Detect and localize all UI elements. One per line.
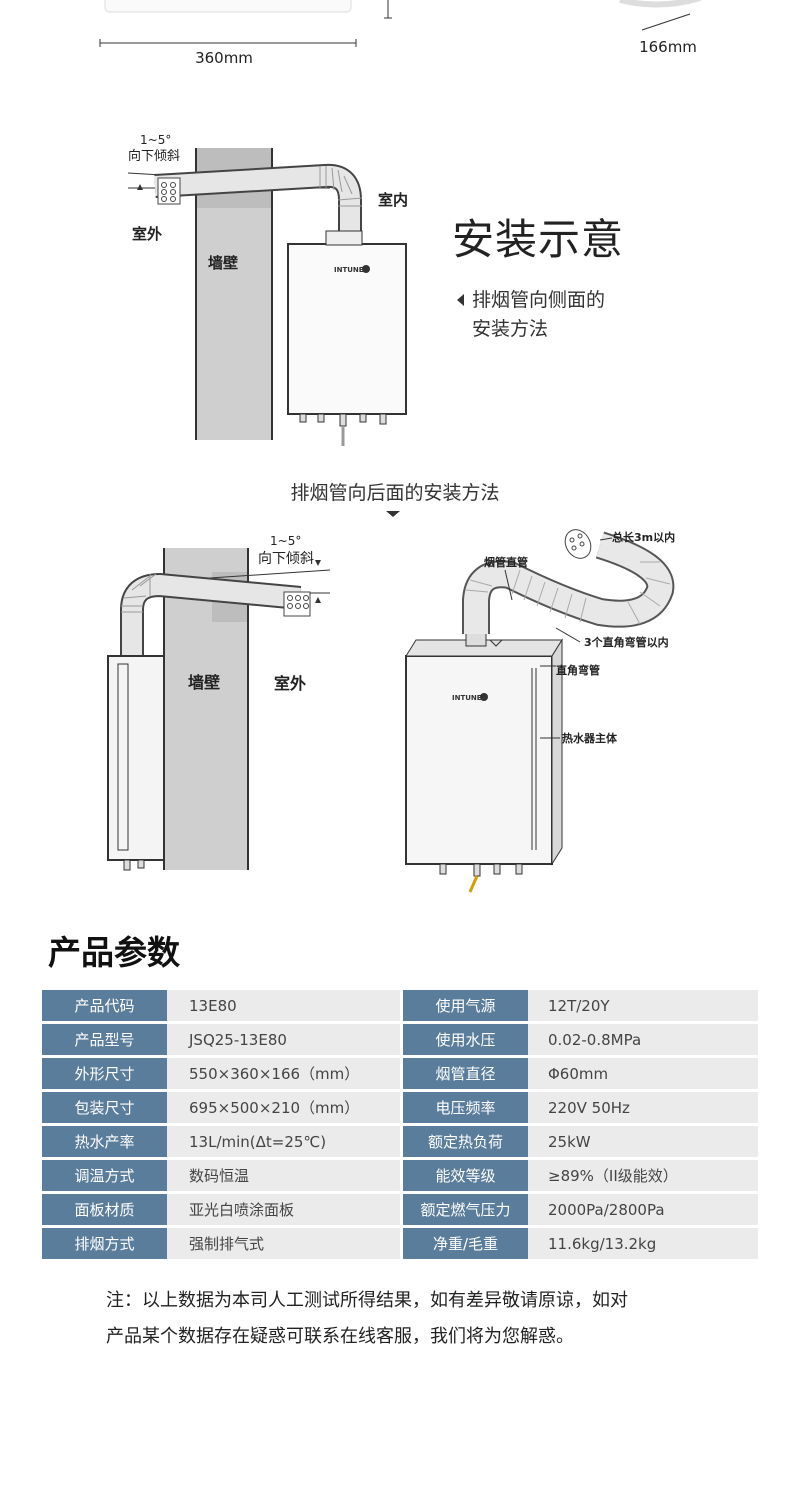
install-subtitle-line2: 安装方法 xyxy=(472,318,549,340)
cell-gap xyxy=(400,1194,403,1225)
wall-label: 墙壁 xyxy=(188,673,220,692)
param-value: Φ60mm xyxy=(528,1058,758,1089)
cell-gap xyxy=(400,1092,403,1123)
param-value: 数码恒温 xyxy=(167,1160,400,1191)
param-value: 695×500×210（mm） xyxy=(167,1092,400,1123)
cell-gap xyxy=(400,1024,403,1055)
param-key: 能效等级 xyxy=(403,1160,528,1191)
param-key: 排烟方式 xyxy=(42,1228,167,1259)
elbow-label: 直角弯管 xyxy=(556,663,600,677)
heater-bottom-edge xyxy=(104,0,352,13)
rear-install-diagram: 1~5° 向下倾斜 墙壁 室外 INTUNE 总长3m以内 烟管直管 3个直角弯… xyxy=(107,529,675,893)
note-line1: 注：以上数据为本司人工测试所得结果，如有差异敬请原谅，如对 xyxy=(106,1290,628,1311)
cell-gap xyxy=(400,1126,403,1157)
water-heater-side xyxy=(107,655,165,861)
param-value: 220V 50Hz xyxy=(528,1092,758,1123)
elbow-limit-label: 3个直角弯管以内 xyxy=(584,635,669,649)
heater-body-label: 热水器主体 xyxy=(562,731,618,745)
side-install-diagram: INTUNE 1~5° 向下倾斜 室外 室内 墙壁 xyxy=(127,133,408,446)
param-value: 亚光白喷涂面板 xyxy=(167,1194,400,1225)
install-title: 安装示意 xyxy=(452,215,625,264)
disclaimer-note: 注：以上数据为本司人工测试所得结果，如有差异敬请原谅，如对 产品某个数据存在疑惑… xyxy=(106,1283,726,1355)
indoor-label: 室内 xyxy=(378,191,408,209)
param-key: 使用气源 xyxy=(403,990,528,1021)
heater-brand: INTUNE xyxy=(334,266,364,274)
param-key: 调温方式 xyxy=(42,1160,167,1191)
install-subtitle: 排烟管向侧面的 安装方法 xyxy=(472,286,652,344)
param-value: 12T/20Y xyxy=(528,990,758,1021)
rear-install-title: 排烟管向后面的安装方法 xyxy=(290,482,500,504)
cell-gap xyxy=(400,1160,403,1191)
tilt-angle-label: 1~5° xyxy=(140,133,171,147)
triangle-left-icon xyxy=(457,294,464,306)
tilt-text-label: 向下倾斜 xyxy=(258,551,314,567)
water-heater xyxy=(405,655,553,865)
dimension-drawing: 360mm 166mm xyxy=(99,0,701,67)
depth-label: 166mm xyxy=(639,38,697,56)
param-value: JSQ25-13E80 xyxy=(167,1024,400,1055)
param-value: 25kW xyxy=(528,1126,758,1157)
outdoor-label: 室外 xyxy=(132,225,162,243)
param-key: 外形尺寸 xyxy=(42,1058,167,1089)
param-key: 使用水压 xyxy=(403,1024,528,1055)
param-key: 面板材质 xyxy=(42,1194,167,1225)
param-value: 0.02-0.8MPa xyxy=(528,1024,758,1055)
param-value: 强制排气式 xyxy=(167,1228,400,1259)
depth-dimension-line xyxy=(641,13,691,31)
install-subtitle-line1: 排烟管向侧面的 xyxy=(472,289,606,311)
param-key: 额定燃气压力 xyxy=(403,1194,528,1225)
triangle-down-icon xyxy=(386,511,400,517)
cell-gap xyxy=(400,1058,403,1089)
width-label: 360mm xyxy=(195,49,253,67)
param-value: 2000Pa/2800Pa xyxy=(528,1194,758,1225)
heater-brand: INTUNE xyxy=(452,694,482,702)
param-value: 13E80 xyxy=(167,990,400,1021)
flue-straight-label: 烟管直管 xyxy=(484,555,528,569)
tilt-text-label: 向下倾斜 xyxy=(128,148,180,164)
param-key: 产品型号 xyxy=(42,1024,167,1055)
tilt-angle-label: 1~5° xyxy=(270,534,301,548)
param-key: 额定热负荷 xyxy=(403,1126,528,1157)
param-key: 烟管直径 xyxy=(403,1058,528,1089)
param-value: ≥89%（II级能效） xyxy=(528,1160,758,1191)
params-title: 产品参数 xyxy=(48,933,180,972)
total-length-label: 总长3m以内 xyxy=(612,530,675,544)
param-key: 产品代码 xyxy=(42,990,167,1021)
cell-gap xyxy=(400,990,403,1021)
param-value: 11.6kg/13.2kg xyxy=(528,1228,758,1259)
param-key: 净重/毛重 xyxy=(403,1228,528,1259)
param-key: 电压频率 xyxy=(403,1092,528,1123)
outdoor-label: 室外 xyxy=(274,674,306,693)
param-value: 550×360×166（mm） xyxy=(167,1058,400,1089)
param-value: 13L/min(Δt=25℃) xyxy=(167,1126,400,1157)
cell-gap xyxy=(400,1228,403,1259)
wall-label: 墙壁 xyxy=(208,254,238,272)
note-line2: 产品某个数据存在疑惑可联系在线客服，我们将为您解惑。 xyxy=(106,1326,574,1347)
param-key: 热水产率 xyxy=(42,1126,167,1157)
param-key: 包装尺寸 xyxy=(42,1092,167,1123)
table-row: 调温方式数码恒温能效等级≥89%（II级能效） xyxy=(42,1160,758,1191)
